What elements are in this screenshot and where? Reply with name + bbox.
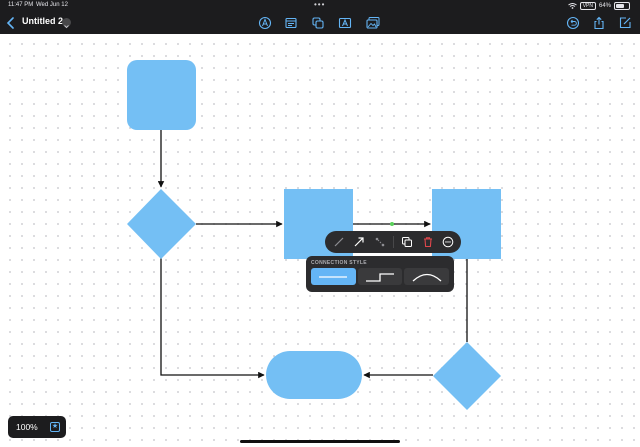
zoom-control[interactable]: 100% ★ [8, 416, 66, 438]
favorite-star-icon[interactable]: ★ [50, 422, 60, 432]
status-date: Wed Jun 12 [36, 2, 68, 8]
connector-icon[interactable] [372, 234, 388, 250]
connection-style-curved[interactable] [404, 268, 450, 285]
top-bar: 11:47 PM Wed Jun 12 ••• VPN 64% Untitled… [0, 0, 640, 34]
elbow-line-icon [366, 272, 394, 282]
connector-decision-to-terminal-left[interactable] [160, 258, 265, 379]
curved-line-icon [412, 273, 442, 281]
status-right: VPN 64% [567, 2, 630, 10]
straight-line-icon [319, 275, 348, 278]
toolbar-divider [392, 236, 394, 248]
connection-style-elbow[interactable] [357, 268, 403, 285]
battery-icon [614, 2, 630, 10]
share-icon[interactable] [592, 16, 606, 30]
undo-icon[interactable] [566, 16, 580, 30]
status-bar: 11:47 PM Wed Jun 12 ••• VPN 64% [0, 0, 640, 11]
connection-style-options [311, 268, 450, 285]
more-icon[interactable] [440, 234, 456, 250]
status-time: 11:47 PM [8, 2, 34, 8]
shape-rounded-square[interactable] [127, 60, 196, 130]
back-chevron-icon[interactable] [6, 17, 16, 29]
connection-style-label: CONNECTION STYLE [311, 260, 367, 266]
zoom-level[interactable]: 100% [16, 422, 38, 432]
toolbar: Untitled 2 [0, 12, 640, 34]
multitask-dots[interactable]: ••• [314, 0, 326, 9]
home-indicator[interactable] [240, 440, 400, 443]
delete-icon[interactable] [420, 234, 436, 250]
wifi-icon [567, 3, 577, 9]
shape-decision-diamond-bottom[interactable] [433, 342, 501, 410]
shapes-icon[interactable] [311, 16, 325, 30]
shape-terminal-pill[interactable] [266, 351, 362, 399]
title-menu-chevron-icon[interactable] [62, 18, 71, 29]
connector-midpoint-handle[interactable] [390, 222, 394, 226]
shape-decision-diamond[interactable] [127, 189, 196, 259]
connector-toolbar [325, 231, 461, 253]
battery-percent: 64% [598, 3, 611, 9]
connection-style-straight[interactable] [311, 268, 356, 285]
sticky-note-icon[interactable] [284, 16, 298, 30]
pen-tool-icon[interactable] [258, 16, 272, 30]
connection-style-panel: CONNECTION STYLE [306, 256, 454, 292]
text-box-icon[interactable] [338, 16, 352, 30]
media-icon[interactable] [366, 16, 380, 30]
arrow-icon[interactable] [352, 234, 368, 250]
document-title[interactable]: Untitled 2 [22, 16, 64, 26]
duplicate-icon[interactable] [399, 234, 415, 250]
line-icon[interactable] [331, 234, 347, 250]
vpn-badge: VPN [579, 2, 596, 10]
compose-icon[interactable] [618, 16, 632, 30]
